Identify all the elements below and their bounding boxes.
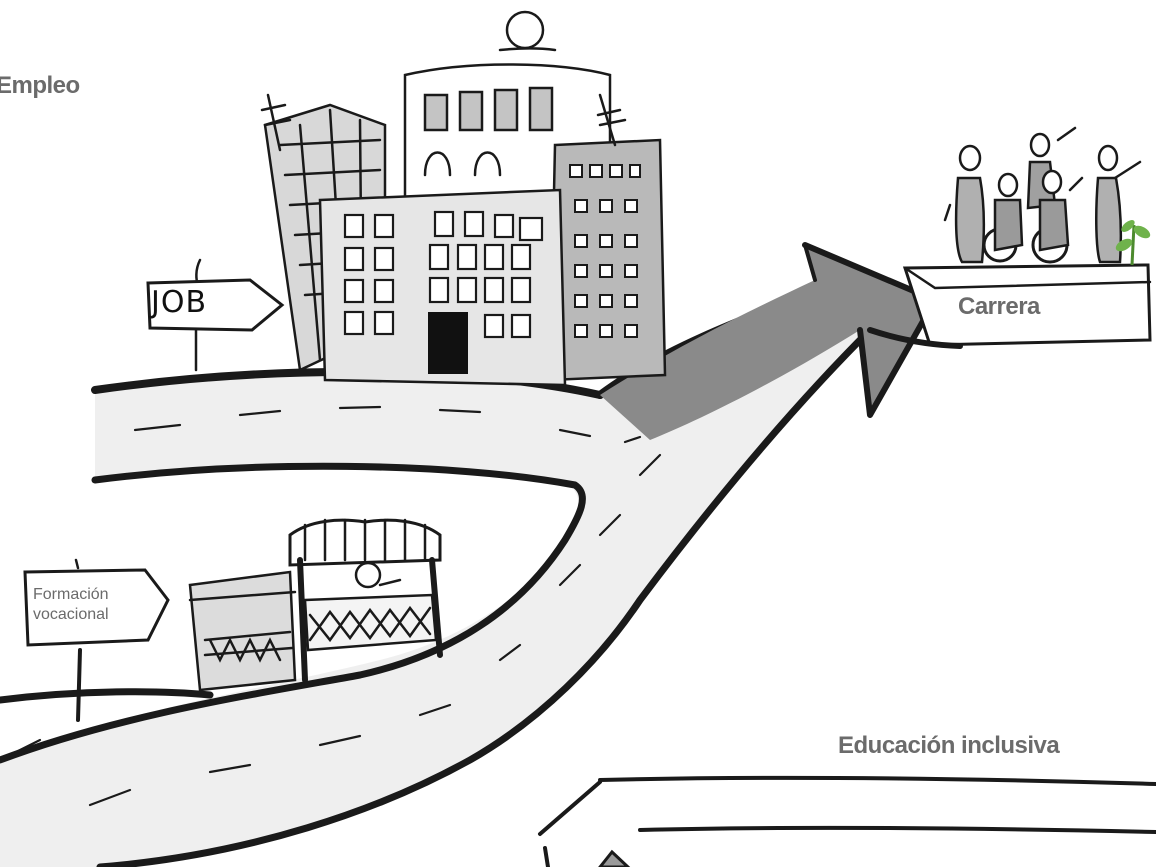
- education-road: [538, 775, 1156, 867]
- label-job-sign: JOB: [151, 285, 208, 320]
- label-educacion-inclusiva: Educación inclusiva: [838, 732, 1060, 759]
- building-cluster-icon: [260, 10, 667, 387]
- people-group-icon: [943, 126, 1142, 264]
- label-formacion-line1: Formación: [33, 586, 109, 603]
- arrow: [600, 242, 938, 440]
- signpost-icon: [23, 558, 170, 722]
- plant-icon: [1115, 220, 1151, 266]
- label-formacion-vocacional: Formación vocacional: [33, 585, 109, 625]
- job-sign-icon: [146, 258, 285, 372]
- label-empleo: Empleo: [0, 72, 80, 99]
- market-stall-icon: [188, 518, 443, 692]
- label-carrera: Carrera: [958, 293, 1040, 320]
- career-platform: [867, 263, 1152, 349]
- label-formacion-line2: vocacional: [33, 606, 109, 623]
